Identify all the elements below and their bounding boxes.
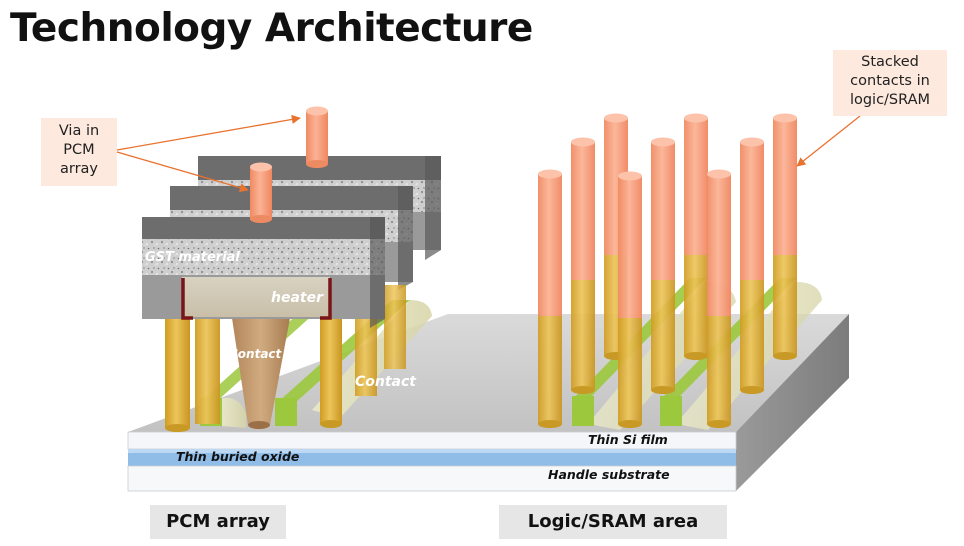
contact-foot (538, 420, 562, 428)
contact-label-right: Contact (355, 374, 417, 390)
via-upper-segment (538, 174, 562, 316)
contact-foot (618, 420, 642, 428)
contact-lower-segment (684, 255, 708, 356)
via-upper-segment (651, 142, 675, 280)
contact-lower-segment (618, 318, 642, 424)
contact-label-left: Contact (229, 347, 283, 361)
logic-sram-area-label: Logic/SRAM area (499, 505, 727, 539)
platform-right-side (736, 314, 849, 491)
buried-oxide-label: Thin buried oxide (176, 449, 299, 464)
via-cap (684, 113, 708, 123)
contact-lower-segment (571, 280, 595, 390)
buried-oxide-layer (128, 449, 736, 466)
gst-top-dark (142, 217, 385, 239)
buried-oxide-highlight (128, 449, 736, 453)
via-cap (604, 113, 628, 123)
via-upper-segment (707, 174, 731, 316)
via-pillar (306, 111, 328, 164)
via-cap (538, 169, 562, 179)
stacked-contact (773, 113, 797, 360)
gate-foot (275, 398, 297, 426)
via-upper-segment (740, 142, 764, 280)
contact-lower-segment (773, 255, 797, 356)
via-upper-segment (571, 142, 595, 280)
via-upper-segment (684, 118, 708, 255)
stacked-callout-arrow (796, 115, 861, 167)
contact-lower-segment (740, 280, 764, 390)
via-cap (740, 137, 764, 147)
stacked-contact (571, 137, 595, 394)
via-upper-segment (773, 118, 797, 255)
stacked-contact (538, 169, 562, 428)
callout-line: logic/SRAM (849, 92, 931, 108)
via-cap (707, 169, 731, 179)
handle-substrate-label: Handle substrate (548, 467, 670, 482)
stacked-contacts-callout: Stacked contacts in logic/SRAM (833, 50, 947, 116)
contact-foot (651, 386, 675, 394)
via-in-pcm-array-callout: Via in PCM array (41, 118, 117, 186)
callout-line: PCM (63, 142, 95, 158)
via-cap (651, 137, 675, 147)
via-upper-segment (618, 176, 642, 318)
stacked-contact (651, 137, 675, 394)
gate-spacer (222, 397, 246, 428)
contact-foot (740, 386, 764, 394)
callout-line: Stacked (861, 54, 919, 70)
via-cap (571, 137, 595, 147)
contact-pillar (195, 318, 220, 424)
heater-liner (181, 278, 332, 320)
via-callout-arrow (116, 114, 301, 151)
contact-lower-segment (707, 316, 731, 424)
gst-material-label: GST material (145, 250, 240, 265)
handle-substrate-layer (127, 465, 737, 492)
stacked-contact (740, 137, 764, 394)
gate-foot (660, 396, 682, 426)
contact-lower-segment (538, 316, 562, 424)
contact-foot (707, 420, 731, 428)
stacked-contact (618, 171, 642, 428)
thin-si-film-label: Thin Si film (588, 432, 668, 447)
gst-material-block (142, 239, 385, 275)
contact-foot (773, 352, 797, 360)
via-pillar (250, 167, 272, 219)
contact-foot (571, 386, 595, 394)
via-callout-arrow (116, 151, 249, 193)
contact-foot (684, 352, 708, 360)
gate-foot (572, 396, 594, 426)
stacked-contact (684, 113, 708, 360)
pcm-vias (250, 106, 328, 223)
via-cap (618, 171, 642, 181)
callout-line: Via in (58, 123, 100, 139)
contact-pillar (165, 318, 190, 428)
page-title: Technology Architecture (10, 6, 533, 51)
via-cap (773, 113, 797, 123)
logic-stacked-contacts (538, 113, 797, 428)
contact-cone (232, 318, 290, 425)
contact-pillar (320, 312, 342, 424)
contact-pillar (384, 285, 406, 369)
heater-block (182, 277, 330, 317)
stacked-contact (707, 169, 731, 428)
pcm-front-cell (142, 217, 406, 432)
heater-label: heater (271, 290, 324, 306)
contact-lower-segment (651, 280, 675, 390)
pcm-array-label: PCM array (150, 505, 286, 539)
callout-line: contacts in (850, 73, 930, 89)
callout-line: array (59, 161, 99, 177)
